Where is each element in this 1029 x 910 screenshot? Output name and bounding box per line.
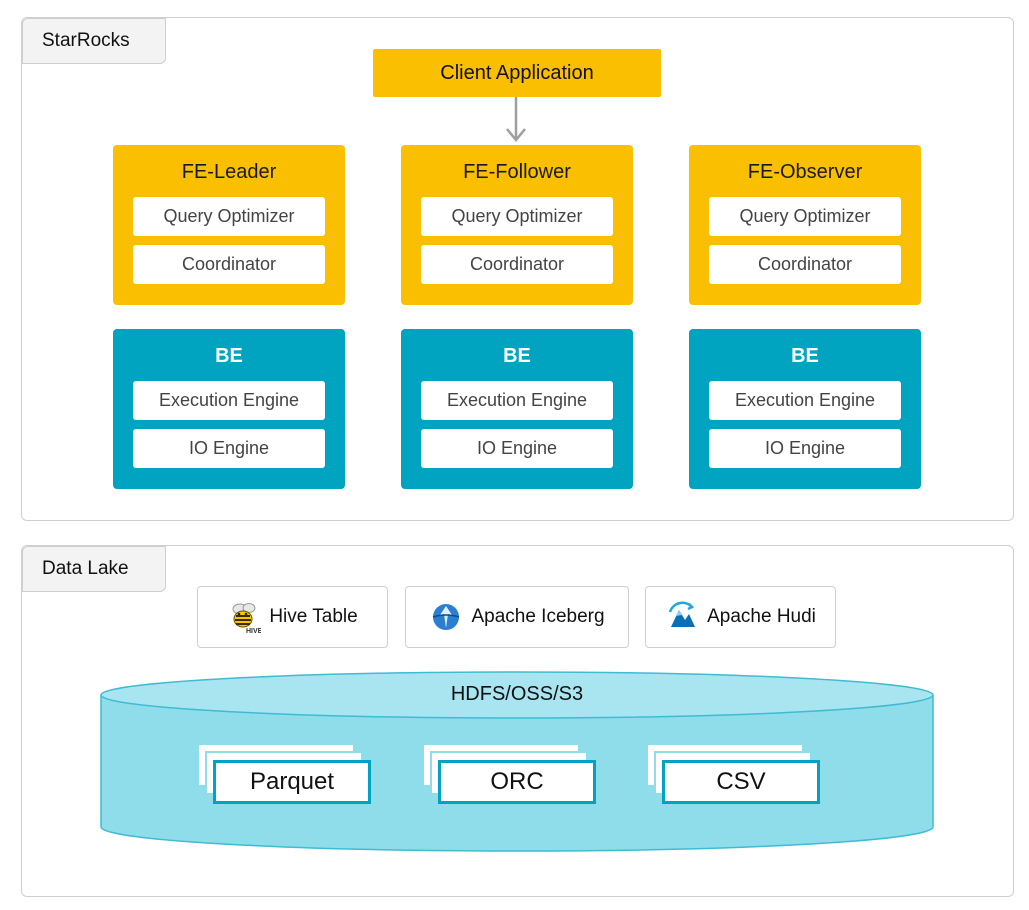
- storage-label: HDFS/OSS/S3: [450, 683, 584, 705]
- fe-follower-node: FE-Follower Query Optimizer Coordinator: [401, 145, 633, 305]
- orc-file: ORC: [438, 760, 596, 804]
- be-node-title: BE: [503, 345, 531, 367]
- execution-engine-box: Execution Engine: [133, 381, 325, 420]
- apache-hudi-label: Apache Hudi: [707, 606, 816, 627]
- apache-hudi-card: Apache Hudi: [645, 586, 836, 648]
- hive-table-card: HIVE Hive Table: [197, 586, 388, 648]
- orc-file-stack: ORC: [422, 743, 598, 811]
- execution-engine-box: Execution Engine: [709, 381, 901, 420]
- io-engine-box: IO Engine: [421, 429, 613, 468]
- fe-observer-node: FE-Observer Query Optimizer Coordinator: [689, 145, 921, 305]
- coordinator-box: Coordinator: [709, 245, 901, 284]
- be-node: BE Execution Engine IO Engine: [689, 329, 921, 489]
- fe-node-title: FE-Observer: [747, 161, 863, 183]
- parquet-file: Parquet: [213, 760, 371, 804]
- coordinator-box: Coordinator: [133, 245, 325, 284]
- query-optimizer-box: Query Optimizer: [133, 197, 325, 236]
- hive-table-label: Hive Table: [269, 606, 358, 627]
- be-node-title: BE: [791, 345, 819, 367]
- client-application-box: Client Application: [373, 49, 661, 97]
- hudi-icon: [665, 600, 699, 634]
- apache-iceberg-label: Apache Iceberg: [471, 606, 605, 627]
- io-engine-box: IO Engine: [709, 429, 901, 468]
- coordinator-box: Coordinator: [421, 245, 613, 284]
- csv-file-stack: CSV: [646, 743, 822, 811]
- iceberg-icon: [429, 600, 463, 634]
- starrocks-label: StarRocks: [22, 18, 166, 64]
- query-optimizer-box: Query Optimizer: [421, 197, 613, 236]
- io-engine-box: IO Engine: [133, 429, 325, 468]
- hive-bee-icon: HIVE: [227, 600, 261, 634]
- be-node: BE Execution Engine IO Engine: [113, 329, 345, 489]
- fe-leader-node: FE-Leader Query Optimizer Coordinator: [113, 145, 345, 305]
- svg-text:HIVE: HIVE: [246, 628, 261, 634]
- be-node-title: BE: [215, 345, 243, 367]
- data-lake-label: Data Lake: [22, 546, 166, 592]
- down-arrow-icon: [506, 97, 526, 142]
- execution-engine-box: Execution Engine: [421, 381, 613, 420]
- csv-file: CSV: [662, 760, 820, 804]
- apache-iceberg-card: Apache Iceberg: [405, 586, 629, 648]
- fe-node-title: FE-Leader: [181, 161, 277, 183]
- parquet-file-stack: Parquet: [197, 743, 373, 811]
- be-node: BE Execution Engine IO Engine: [401, 329, 633, 489]
- query-optimizer-box: Query Optimizer: [709, 197, 901, 236]
- fe-node-title: FE-Follower: [463, 161, 571, 183]
